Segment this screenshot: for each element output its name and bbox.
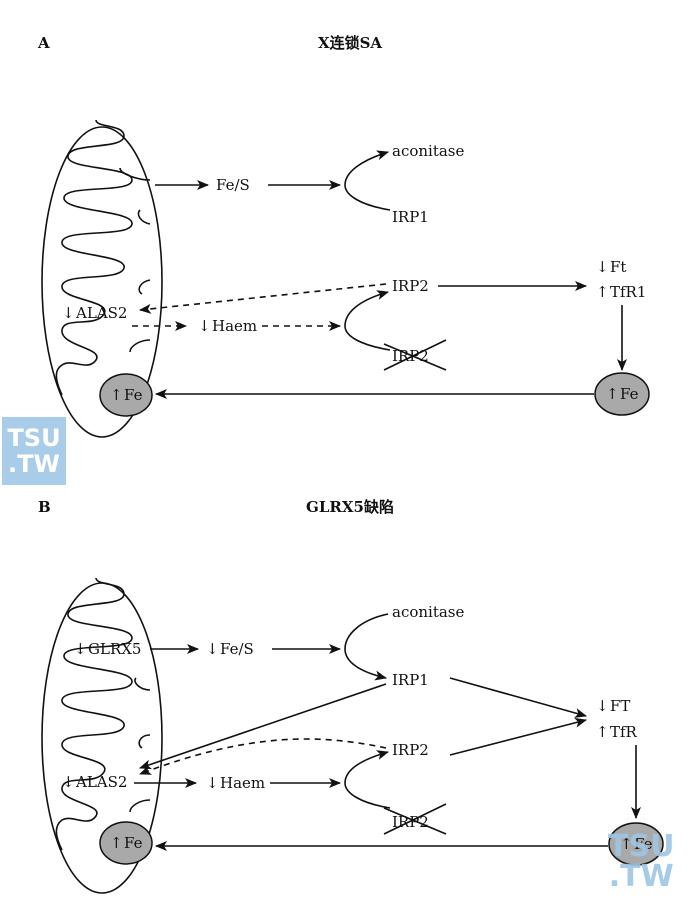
up-arrow-icon: ↑ <box>606 385 619 403</box>
irp2-b-label: IRP2 <box>392 741 429 759</box>
fe-node-mito-a <box>99 373 153 417</box>
watermark-line1: TSU <box>7 424 61 452</box>
down-arrow-icon: ↓ <box>62 304 75 322</box>
watermark-line1: TSU <box>608 829 675 864</box>
fe-node-cyto-b <box>608 822 664 866</box>
fork-irp2-a <box>344 290 391 351</box>
fork-irp2-b <box>344 750 391 809</box>
panel-a: A X连锁SA ↑ Fe Fe/S aconitase IRP1 ↓ ALAS2… <box>37 34 650 438</box>
fe-cyto-a-label: Fe <box>620 385 639 403</box>
mitochondrion-cristae <box>55 119 133 396</box>
down-arrow-icon: ↓ <box>62 773 75 791</box>
down-arrow-icon: ↓ <box>206 640 219 658</box>
mitochondrion-cristae-right <box>119 167 151 353</box>
panel-b: B GLRX5缺陷 ↑ Fe ↓ GLRX5 ↓ Fe/S aconitase … <box>38 498 664 894</box>
mitochondrion-b: ↑ Fe <box>41 577 163 894</box>
irp1-b-label: IRP1 <box>392 671 429 689</box>
tfr-b-label: TfR <box>610 723 638 741</box>
fe-mito-b-label: Fe <box>124 834 143 852</box>
up-arrow-icon: ↑ <box>620 835 633 853</box>
cross-out-line <box>383 343 447 371</box>
watermark-line2: .TW <box>608 859 674 894</box>
fe-node-cyto-a <box>594 372 650 416</box>
irp2-a-label: IRP2 <box>392 277 429 295</box>
cross-out-line <box>383 339 447 371</box>
panel-a-title: X连锁SA <box>318 34 382 52</box>
ft-b-label: FT <box>610 697 630 715</box>
panel-b-letter: B <box>38 498 51 516</box>
watermark-logo: TSU .TW <box>2 417 66 485</box>
fes-b-label: Fe/S <box>220 640 254 658</box>
watermark-logo-corner: TSU .TW <box>608 832 674 892</box>
down-arrow-icon: ↓ <box>206 774 219 792</box>
fes-a-label: Fe/S <box>216 176 250 194</box>
alas2-a-label: ALAS2 <box>75 304 127 322</box>
fe-cyto-b-label: Fe <box>634 835 653 853</box>
cross-out-line <box>383 807 447 835</box>
dashed-arrow-irp2-to-alas2-a <box>139 283 387 314</box>
fe-mito-a-label: Fe <box>124 386 143 404</box>
panel-b-title: GLRX5缺陷 <box>306 498 394 516</box>
watermark-line2: .TW <box>8 450 60 478</box>
ft-a-label: Ft <box>610 258 626 276</box>
alas2-b-label: ALAS2 <box>75 773 127 791</box>
arrow-irp1-to-ft-b <box>449 677 587 718</box>
irp1-a-label: IRP1 <box>392 208 429 226</box>
down-arrow-icon: ↓ <box>596 258 609 276</box>
mitochondrion-a: ↑ Fe <box>41 119 163 438</box>
fe-node-mito-b <box>99 821 153 865</box>
aconitase-a-label: aconitase <box>392 142 465 160</box>
dashed-arrow-irp2-to-alas2-b <box>139 738 387 775</box>
mitochondrion-cristae-right <box>129 677 151 813</box>
up-arrow-icon: ↑ <box>596 283 609 301</box>
fork-aconitase-irp1-b <box>344 613 389 681</box>
haem-b-label: Haem <box>220 774 265 792</box>
cross-out-line <box>383 803 447 835</box>
panel-a-letter: A <box>37 34 50 52</box>
up-arrow-icon: ↑ <box>596 723 609 741</box>
mitochondrion-cristae <box>55 577 133 851</box>
arrow-irp2-to-ft-b <box>449 717 587 756</box>
aconitase-b-label: aconitase <box>392 603 465 621</box>
down-arrow-icon: ↓ <box>74 640 87 658</box>
fork-aconitase-irp1-a <box>344 150 391 211</box>
arrow-irp1-to-alas2-b <box>139 683 387 770</box>
up-arrow-icon: ↑ <box>110 386 123 404</box>
glrx5-label: GLRX5 <box>88 640 141 658</box>
haem-a-label: Haem <box>212 317 257 335</box>
up-arrow-icon: ↑ <box>110 834 123 852</box>
down-arrow-icon: ↓ <box>596 697 609 715</box>
tfr-a-label: TfR1 <box>610 283 646 301</box>
down-arrow-icon: ↓ <box>198 317 211 335</box>
mitochondrion-outer-membrane <box>41 126 163 438</box>
